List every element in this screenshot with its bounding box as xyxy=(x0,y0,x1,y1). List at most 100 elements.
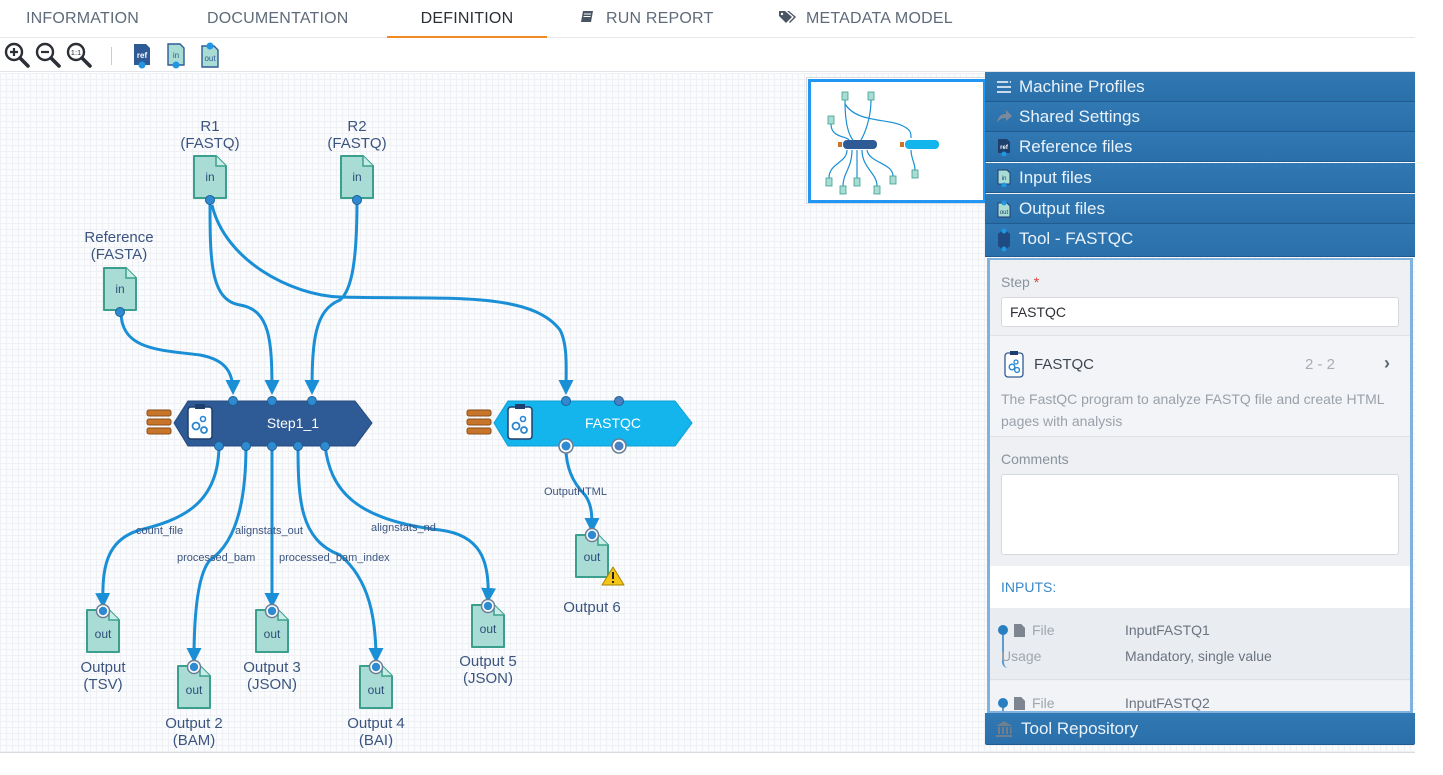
input-port[interactable] xyxy=(371,662,381,672)
file-badge: out xyxy=(95,627,112,641)
input-item[interactable]: File InputFASTQ2 xyxy=(990,681,1410,711)
section-label: Tool - FASTQC xyxy=(1019,229,1134,248)
ref-file-icon: ref xyxy=(998,139,1010,156)
tab-bar: INFORMATION DOCUMENTATION DEFINITION RUN… xyxy=(0,0,1415,38)
input-node-reference[interactable]: Reference (FASTA) in xyxy=(84,229,154,317)
section-reference-files[interactable]: ref Reference files xyxy=(985,132,1415,162)
node-label: Output 5 xyxy=(459,653,517,670)
ref-label: ref xyxy=(137,51,148,60)
out-label: out xyxy=(204,54,216,63)
pipe-r1-fastqc xyxy=(210,204,574,395)
output-node[interactable]: out Output 6 xyxy=(563,527,625,617)
minimap-viewport[interactable] xyxy=(808,79,986,203)
tab-label: DOCUMENTATION xyxy=(207,10,349,27)
input-port[interactable] xyxy=(189,662,199,672)
output-port[interactable] xyxy=(115,307,125,317)
output-node[interactable]: out Output (TSV) xyxy=(80,603,126,694)
input-item[interactable]: File InputFASTQ1 Usage Mandatory, single… xyxy=(990,608,1410,680)
section-output-files[interactable]: out Output files xyxy=(985,194,1415,224)
input-port[interactable] xyxy=(561,396,571,406)
node-label: (FASTQ) xyxy=(327,135,386,152)
input-port[interactable] xyxy=(267,396,277,406)
zoom-out-icon[interactable] xyxy=(34,41,62,69)
section-label: Input files xyxy=(1019,168,1092,187)
tool-node-icon xyxy=(998,228,1010,252)
output-port[interactable] xyxy=(205,195,215,205)
input-node-r1[interactable]: R1 (FASTQ) in xyxy=(180,118,240,205)
port-label-processed-bam-index: processed_bam_index xyxy=(279,552,390,564)
add-output-file-icon[interactable]: out xyxy=(196,41,224,69)
section-tool-repository[interactable]: Tool Repository xyxy=(985,713,1415,745)
output-node[interactable]: out Output 4 (BAI) xyxy=(347,659,405,750)
file-badge: in xyxy=(205,170,214,184)
tab-documentation[interactable]: DOCUMENTATION xyxy=(207,0,349,38)
step-label: FASTQC xyxy=(585,415,641,431)
node-label: (JSON) xyxy=(247,676,297,693)
output-port[interactable] xyxy=(614,441,624,451)
zoom-in-icon[interactable] xyxy=(3,41,31,69)
step-node-fastqc[interactable]: FASTQC xyxy=(466,396,693,454)
node-label: R1 xyxy=(200,118,219,135)
svg-text:ref: ref xyxy=(1000,145,1009,151)
tab-run-report[interactable]: RUN REPORT xyxy=(580,0,714,38)
node-label: R2 xyxy=(347,118,366,135)
tab-label: METADATA MODEL xyxy=(806,10,953,27)
tab-metadata-model[interactable]: METADATA MODEL xyxy=(778,0,953,38)
port-dot xyxy=(998,625,1008,635)
section-input-files[interactable]: in Input files xyxy=(985,163,1415,193)
input-file-icon: in xyxy=(997,169,1011,187)
input-port[interactable] xyxy=(483,601,493,611)
comments-label: Comments xyxy=(1001,451,1069,467)
input-port[interactable] xyxy=(98,606,108,616)
tool-fastqc-details: Step * FASTQC 2 - 2 › The FastQC program… xyxy=(987,258,1413,714)
machine-profile-icon xyxy=(146,409,172,435)
input-port[interactable] xyxy=(228,396,238,406)
input-port[interactable] xyxy=(267,606,277,616)
output-port[interactable] xyxy=(352,195,362,205)
tool-summary[interactable]: FASTQC 2 - 2 › The FastQC program to ana… xyxy=(990,336,1410,436)
divider xyxy=(990,436,1410,437)
port-dot xyxy=(998,698,1008,708)
step-node-step1[interactable]: Step1_1 xyxy=(146,396,373,451)
machine-profile-icon xyxy=(466,409,492,435)
svg-text:in: in xyxy=(1002,176,1007,182)
section-machine-profiles[interactable]: Machine Profiles xyxy=(985,72,1415,102)
section-shared-settings[interactable]: Shared Settings xyxy=(985,102,1415,132)
toolbar-divider xyxy=(111,47,112,65)
warning-icon xyxy=(601,566,625,586)
minimap-preview xyxy=(825,91,939,195)
input-value: InputFASTQ2 xyxy=(1125,695,1210,711)
output-port[interactable] xyxy=(561,441,571,451)
port-label-alignstats-nd: alignstats_nd xyxy=(371,522,436,534)
add-input-file-icon[interactable]: in xyxy=(162,41,190,69)
tab-information[interactable]: INFORMATION xyxy=(26,0,139,38)
output-port[interactable] xyxy=(214,441,224,451)
tags-icon xyxy=(779,11,796,23)
input-key: File xyxy=(1032,622,1055,638)
output-port[interactable] xyxy=(320,441,330,451)
input-port[interactable] xyxy=(307,396,317,406)
chevron-right-icon[interactable]: › xyxy=(1384,353,1390,373)
inputs-heading: INPUTS: xyxy=(990,566,1410,608)
input-port[interactable] xyxy=(587,530,597,540)
port-label-count-file: count_file xyxy=(136,525,183,537)
output-node[interactable]: out Output 5 (JSON) xyxy=(459,598,517,688)
step-name-input[interactable] xyxy=(1001,297,1399,327)
input-port[interactable] xyxy=(614,396,624,406)
output-node[interactable]: out Output 3 (JSON) xyxy=(243,603,301,694)
zoom-reset-icon[interactable]: 1:1 xyxy=(65,41,93,69)
tab-definition[interactable]: DEFINITION xyxy=(387,0,547,38)
output-port[interactable] xyxy=(293,441,303,451)
node-label: (JSON) xyxy=(463,670,513,687)
bank-icon xyxy=(996,721,1012,737)
node-label: (FASTQ) xyxy=(180,135,239,152)
output-port[interactable] xyxy=(241,441,251,451)
comments-input[interactable] xyxy=(1001,474,1399,555)
minimap[interactable] xyxy=(806,77,986,204)
add-reference-file-icon[interactable]: ref xyxy=(128,41,156,69)
section-tool-fastqc[interactable]: Tool - FASTQC xyxy=(985,224,1415,257)
output-port[interactable] xyxy=(267,441,277,451)
input-node-r2[interactable]: R2 (FASTQ) in xyxy=(327,118,387,205)
output-node[interactable]: out Output 2 (BAM) xyxy=(165,659,223,750)
file-icon xyxy=(1014,624,1025,637)
